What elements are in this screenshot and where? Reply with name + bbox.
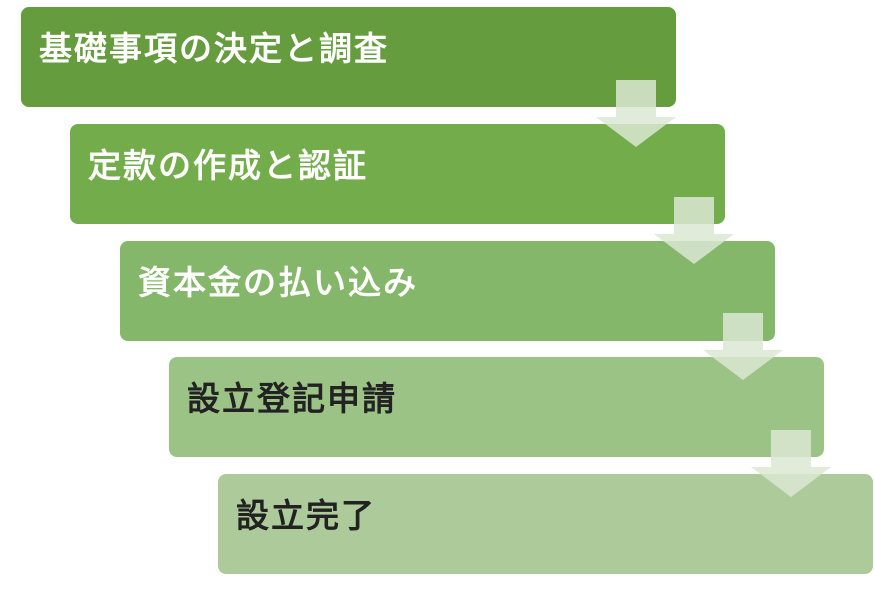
step-5-completion: 設立完了 (218, 474, 873, 574)
step-2-articles-of-incorporation: 定款の作成と認証 (70, 124, 725, 224)
down-arrow-icon (596, 80, 676, 147)
step-1-label: 基礎事項の決定と調査 (39, 29, 389, 68)
step-2-label: 定款の作成と認証 (88, 146, 368, 185)
step-4-label: 設立登記申請 (187, 379, 397, 418)
down-arrow-icon (654, 197, 734, 264)
step-5-label: 設立完了 (236, 496, 376, 535)
step-4-registration-application: 設立登記申請 (169, 357, 824, 457)
step-3-label: 資本金の払い込み (138, 263, 418, 302)
step-1-basic-matters: 基礎事項の決定と調査 (21, 7, 676, 107)
down-arrow-icon (751, 430, 831, 497)
step-3-capital-payment: 資本金の払い込み (120, 241, 775, 341)
down-arrow-icon (703, 313, 783, 380)
